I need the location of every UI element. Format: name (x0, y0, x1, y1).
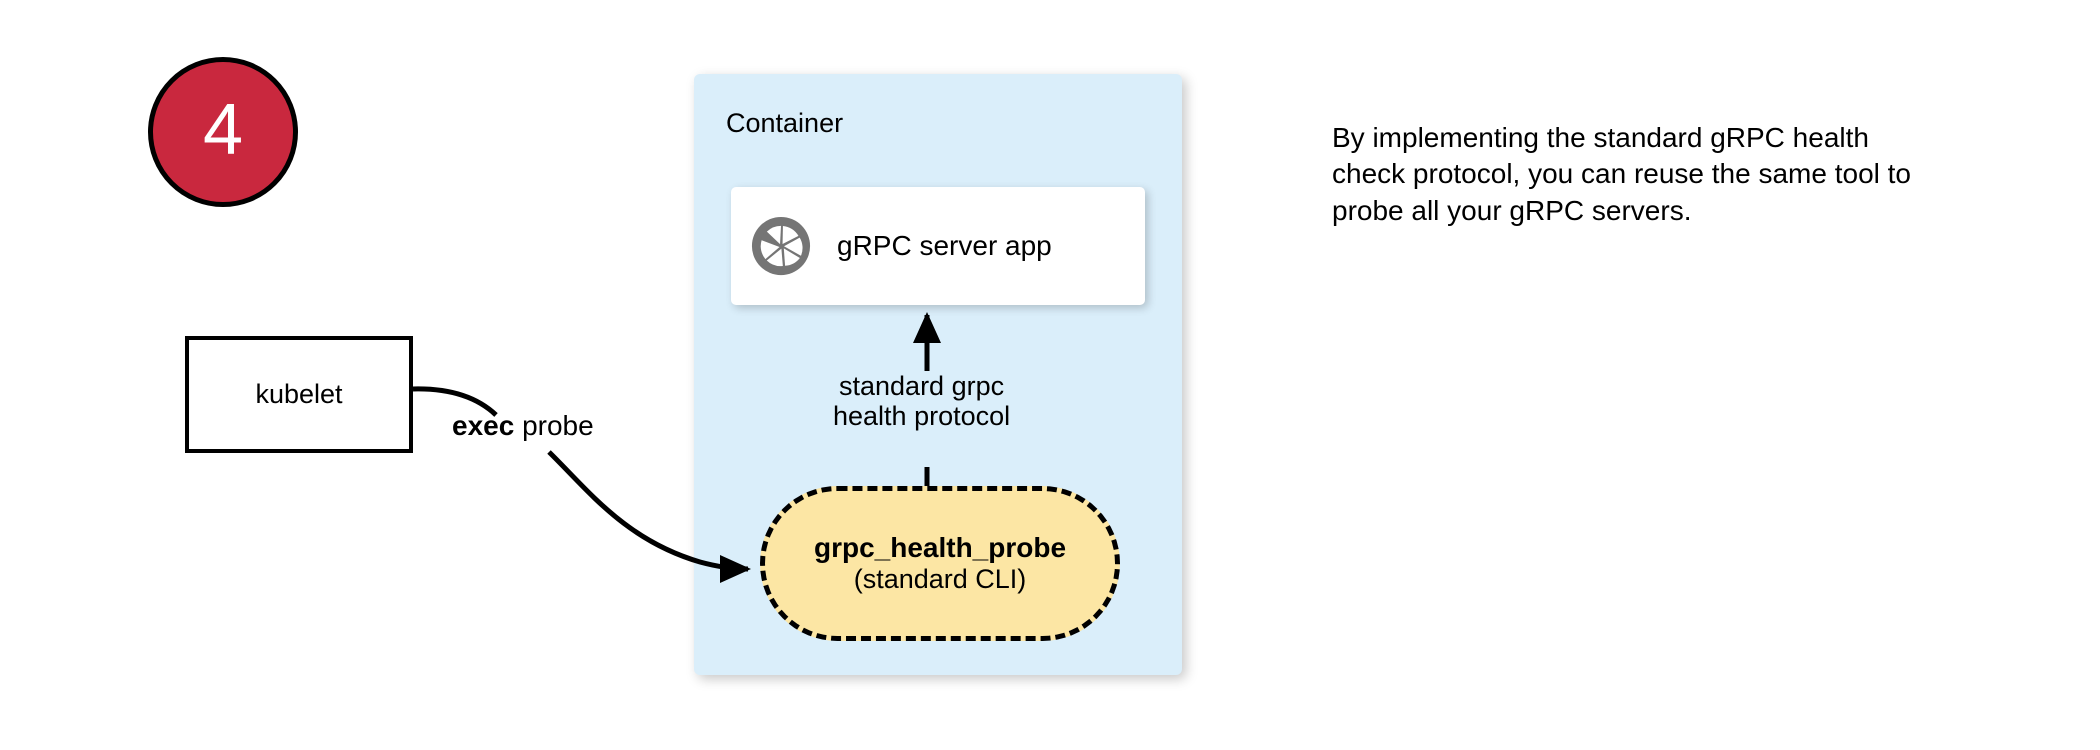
health-protocol-label-line2: health protocol (833, 401, 1011, 432)
grpc-health-probe-node: grpc_health_probe (standard CLI) (760, 486, 1120, 641)
aperture-icon (751, 216, 811, 276)
grpc-health-probe-name: grpc_health_probe (813, 532, 1067, 564)
container-title: Container (726, 108, 844, 138)
step-number-text: 4 (202, 90, 244, 170)
exec-probe-label-bold: exec (452, 410, 515, 441)
explanatory-note: By implementing the standard gRPC health… (1332, 122, 1911, 226)
health-protocol-label-line1: standard grpc (839, 371, 1005, 401)
grpc-server-app-card: gRPC server app (731, 187, 1145, 305)
health-protocol-label: standard grpc health protocol (833, 371, 1010, 431)
grpc-server-app-label: gRPC server app (837, 230, 1052, 261)
kubelet-node: kubelet (185, 336, 413, 453)
step-number-badge: 4 (148, 57, 298, 207)
exec-probe-label-rest: probe (514, 410, 594, 441)
kubelet-label: kubelet (255, 379, 343, 409)
exec-probe-label: exec probe (452, 410, 594, 442)
grpc-health-probe-subtitle: (standard CLI) (853, 564, 1027, 595)
